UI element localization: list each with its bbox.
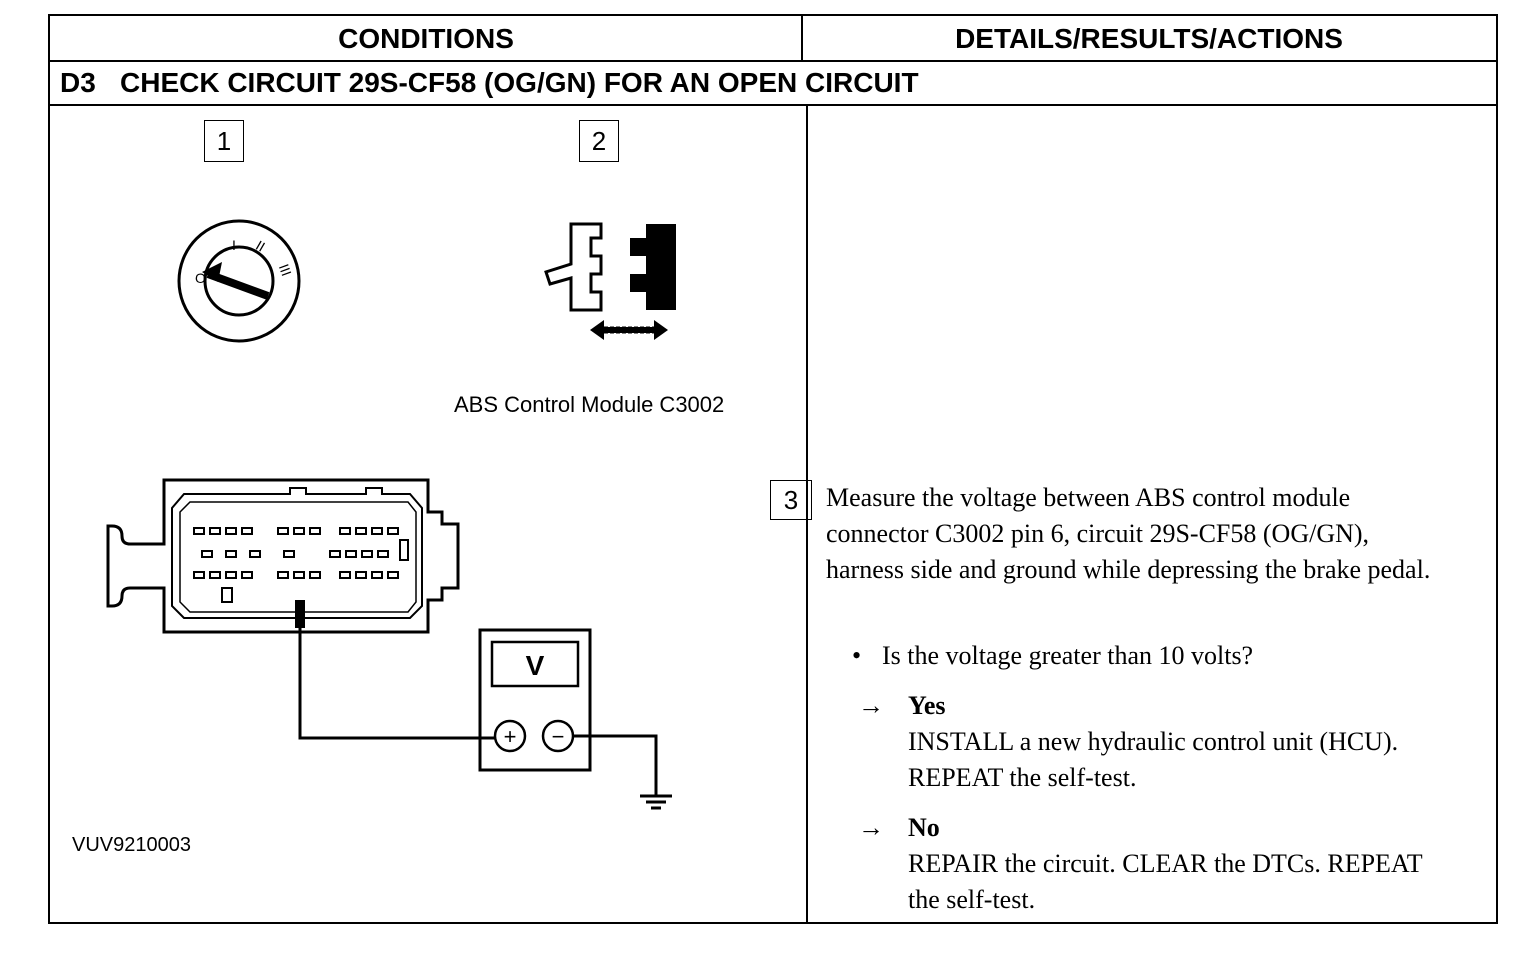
voltmeter-icon: V + −: [478, 628, 592, 772]
connector-caption: ABS Control Module C3002: [454, 392, 725, 417]
voltmeter-label: V: [526, 650, 545, 681]
diagnostic-table: CONDITIONS DETAILS/RESULTS/ACTIONS D3 CHE…: [48, 14, 1498, 924]
ignition-label-1: I: [232, 237, 236, 253]
ground-wire: [573, 734, 658, 796]
column-divider: [806, 106, 808, 922]
ignition-label-0: O: [195, 270, 206, 286]
conditions-figure: O I II III: [106, 219, 676, 810]
yes-label: Yes: [908, 691, 946, 720]
ignition-label-3: III: [276, 262, 295, 278]
plus-terminal-label: +: [504, 724, 517, 749]
details-header: DETAILS/RESULTS/ACTIONS: [955, 23, 1343, 54]
step2-number-box: 2: [579, 120, 619, 162]
arrow-right-icon: →: [858, 691, 884, 720]
ignition-switch-icon: O I II III: [177, 219, 301, 343]
step3-number-box: 3: [770, 480, 812, 520]
abs-connector-c3002-icon: [106, 478, 460, 634]
header-divider: [801, 16, 803, 60]
figure-id: VUV9210003: [72, 834, 191, 856]
conditions-header: CONDITIONS: [338, 23, 514, 54]
no-action: REPAIR the circuit. CLEAR the DTCs. REPE…: [908, 849, 1423, 914]
question-text: Is the voltage greater than 10 volts?: [882, 641, 1254, 670]
step-id: D3: [60, 67, 96, 98]
step-title: D3 CHECK CIRCUIT 29S-CF58 (OG/GN) FOR AN …: [60, 62, 919, 104]
instruction-text: Measure the voltage between ABS control …: [826, 483, 1431, 584]
header-rule: [50, 60, 1496, 62]
step1-number-box: 1: [204, 120, 244, 162]
yes-action: INSTALL a new hydraulic control unit (HC…: [908, 727, 1399, 792]
title-rule: [50, 104, 1496, 106]
probe-wire: [298, 628, 495, 740]
arrow-right-icon: →: [858, 813, 884, 842]
step-title-text: CHECK CIRCUIT 29S-CF58 (OG/GN) FOR AN OP…: [120, 67, 919, 98]
disconnect-connector-icon: [544, 222, 676, 340]
bullet-icon: •: [852, 641, 862, 670]
ground-symbol-icon: [640, 794, 672, 810]
minus-terminal-label: −: [552, 724, 565, 749]
no-label: No: [908, 813, 940, 842]
